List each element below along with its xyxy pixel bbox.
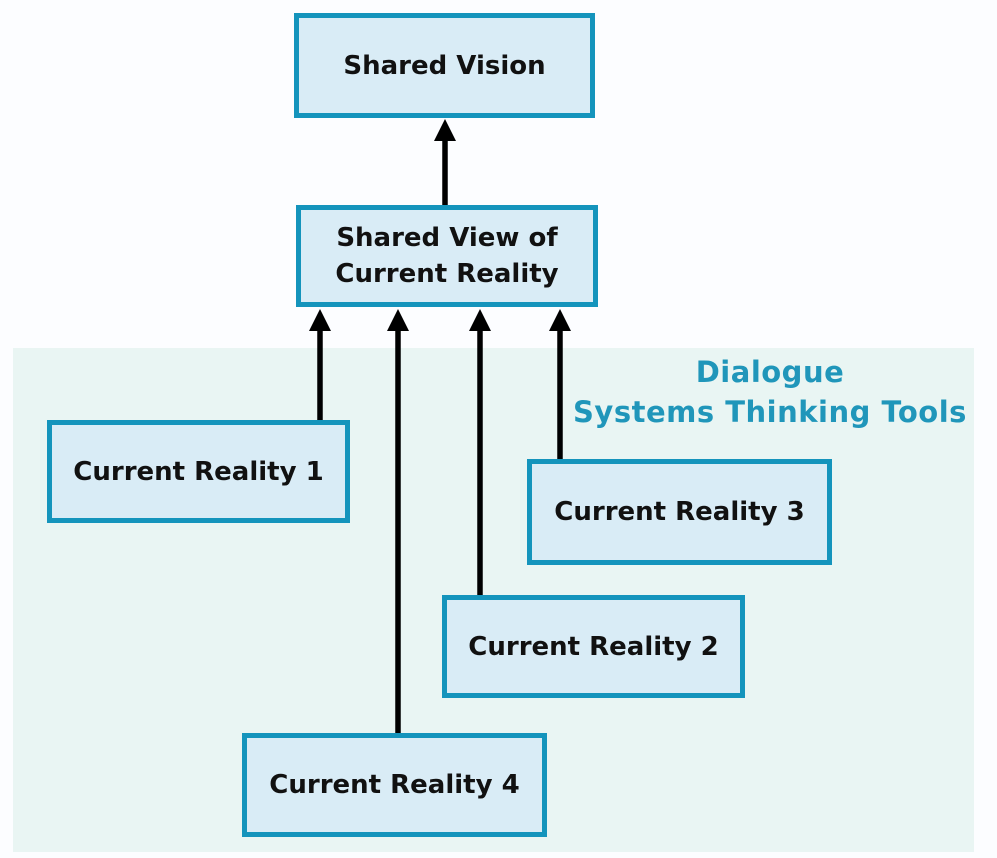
arrow-shared-view-to-shared-vision [434, 119, 456, 205]
node-shared-view-of-current-reality: Shared View of Current Reality [296, 205, 598, 307]
node-current-reality-3: Current Reality 3 [527, 459, 832, 565]
node-current-reality-4: Current Reality 4 [242, 733, 547, 837]
node-shared-vision: Shared Vision [294, 13, 595, 118]
region-label-line1: Dialogue [695, 355, 845, 389]
node-current-reality-2: Current Reality 2 [442, 595, 745, 698]
node-current-reality-1: Current Reality 1 [47, 420, 350, 523]
region-label: Dialogue Systems Thinking Tools [565, 352, 975, 432]
region-label-line2: Systems Thinking Tools [573, 395, 967, 429]
